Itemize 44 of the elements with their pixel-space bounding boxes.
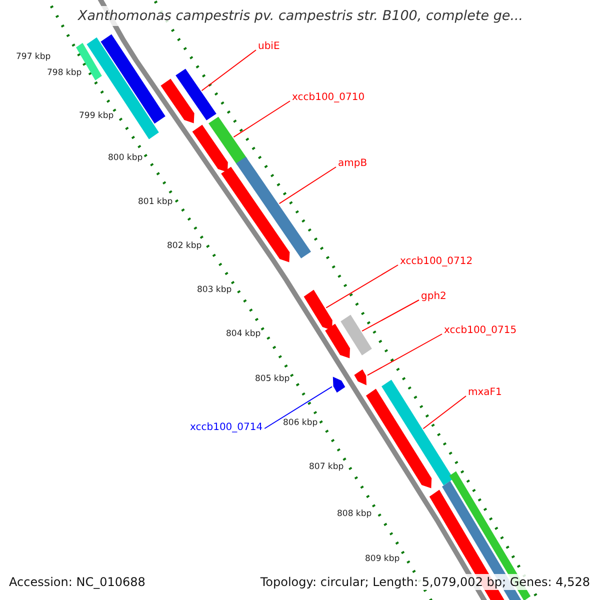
leader-line	[422, 396, 466, 430]
gene-feature	[366, 388, 432, 488]
gene-feature	[332, 376, 346, 393]
gene-feature	[100, 34, 166, 124]
map-summary: Topology: circular; Length: 5,079,002 bp; Genes: 4,528	[258, 574, 592, 590]
gene-label: ubiE	[258, 41, 280, 52]
gene-feature	[354, 369, 366, 386]
position-label: 802 kbp	[167, 241, 202, 251]
gene-feature	[325, 324, 350, 358]
accession-label: Accession: NC_010688	[7, 574, 148, 590]
position-label: 805 kbp	[255, 374, 290, 384]
gene-feature	[382, 380, 454, 486]
position-label: 803 kbp	[197, 285, 232, 295]
gene-feature	[304, 290, 332, 330]
gene-label: xccb100_0714	[190, 422, 263, 433]
position-label: 799 kbp	[79, 111, 114, 121]
gene-feature	[221, 166, 290, 262]
position-label: 809 kbp	[365, 554, 400, 564]
leader-line	[362, 300, 420, 332]
position-label: 807 kbp	[309, 462, 344, 472]
gene-feature	[340, 314, 372, 356]
gene-label: ampB	[338, 158, 368, 169]
gene-label: xccb100_0712	[400, 256, 473, 267]
leader-line	[201, 50, 256, 92]
position-label: 804 kbp	[226, 329, 261, 339]
leader-line	[264, 386, 333, 429]
gene-feature	[236, 156, 311, 258]
position-label: 797 kbp	[16, 52, 51, 62]
position-label: 801 kbp	[138, 197, 173, 207]
leader-line	[326, 264, 398, 308]
position-label: 800 kbp	[108, 153, 143, 163]
position-label: 798 kbp	[47, 68, 82, 78]
gene-feature	[176, 68, 216, 120]
leader-line	[233, 100, 290, 138]
gene-label: gph2	[421, 291, 446, 302]
gene-label: xccb100_0710	[292, 92, 365, 103]
gene-feature	[208, 116, 248, 166]
position-label: 806 kbp	[283, 418, 318, 428]
gene-feature	[192, 124, 228, 172]
gene-label: mxaF1	[468, 387, 502, 398]
position-label: 808 kbp	[337, 509, 372, 519]
leader-line	[278, 166, 336, 204]
leader-line	[366, 334, 442, 376]
gene-label: xccb100_0715	[444, 325, 517, 336]
